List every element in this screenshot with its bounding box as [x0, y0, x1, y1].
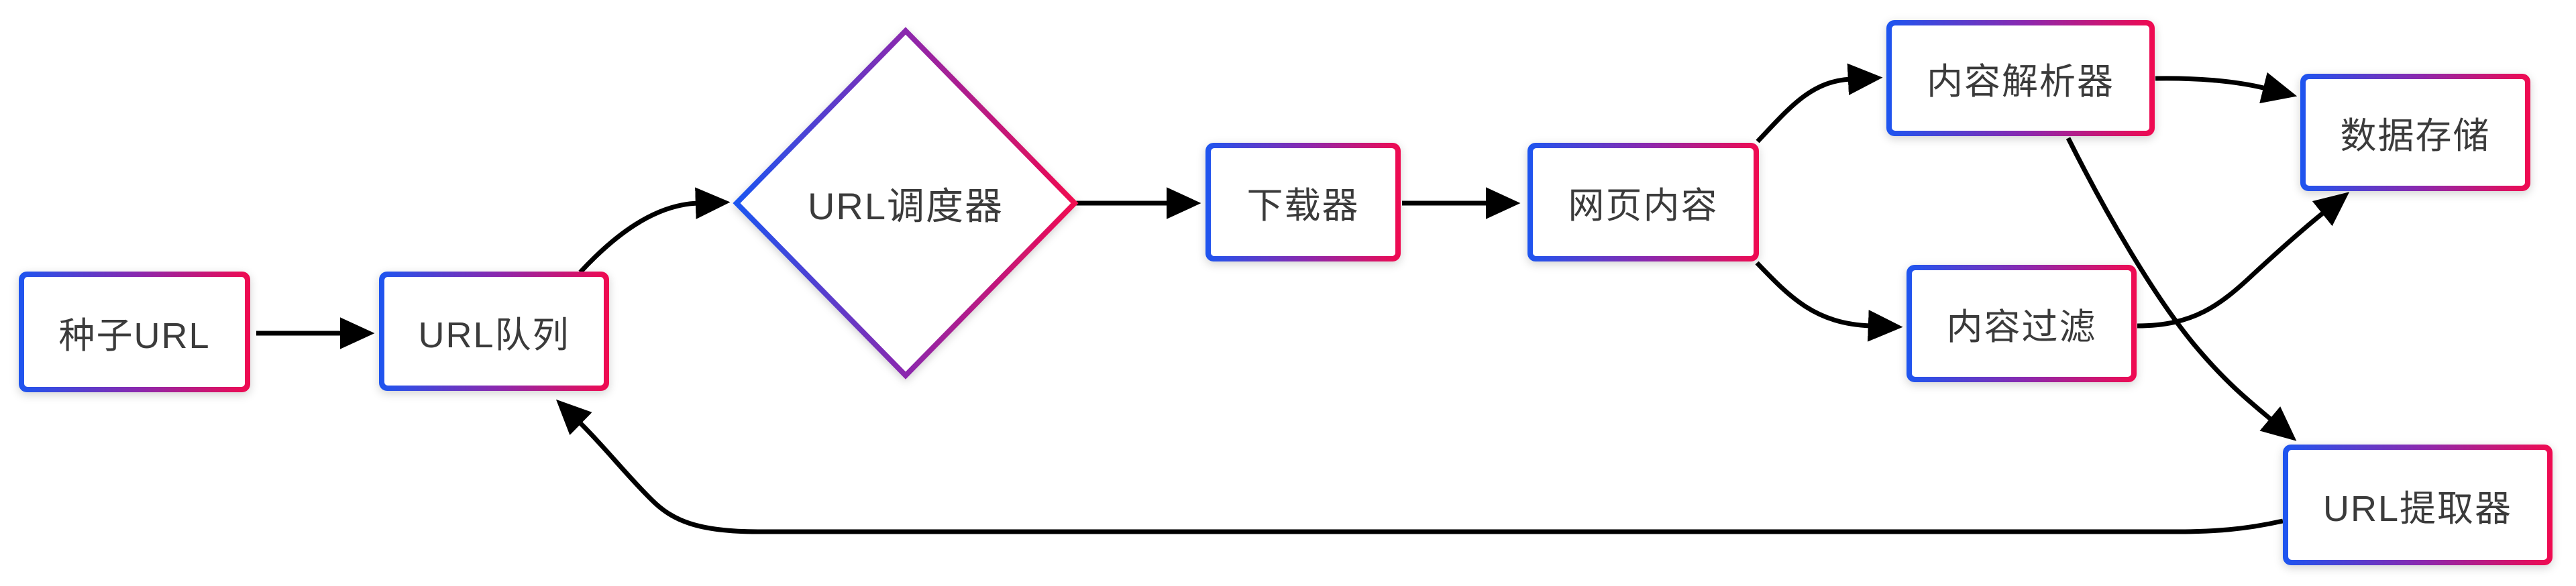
node-url-scheduler-label: URL调度器	[807, 184, 1004, 227]
node-content-filter-label: 内容过滤	[1946, 307, 2097, 347]
node-content-parser[interactable]: 内容解析器	[1886, 20, 2155, 136]
edge-pagecontent-to-parser	[1756, 63, 1883, 143]
node-data-storage-label: 数据存储	[2340, 116, 2491, 156]
node-seed-url-body: 种子URL	[24, 277, 245, 387]
node-content-filter[interactable]: 内容过滤	[1907, 265, 2137, 382]
node-downloader-label: 下载器	[1246, 186, 1360, 226]
node-content-parser-body: 内容解析器	[1892, 25, 2149, 131]
node-url-extractor[interactable]: URL提取器	[2283, 445, 2553, 565]
edge-extractor-to-queue	[555, 399, 2284, 534]
node-downloader-body: 下载器	[1211, 148, 1395, 256]
node-url-queue[interactable]: URL队列	[379, 272, 609, 391]
node-url-queue-body: URL队列	[384, 277, 604, 386]
node-url-scheduler[interactable]	[733, 27, 1079, 379]
node-url-extractor-label: URL提取器	[2322, 488, 2513, 529]
node-downloader[interactable]: 下载器	[1205, 143, 1401, 261]
edge-parser-to-extractor	[2065, 137, 2297, 441]
edge-queue-to-scheduler	[578, 187, 731, 274]
node-data-storage[interactable]: 数据存储	[2300, 74, 2530, 191]
node-url-queue-label: URL队列	[418, 314, 570, 355]
node-page-content[interactable]: 网页内容	[1527, 143, 1759, 261]
edge-pagecontent-to-filter	[1755, 261, 1903, 342]
node-content-filter-body: 内容过滤	[1912, 270, 2131, 377]
node-content-parser-label: 内容解析器	[1927, 62, 2114, 102]
node-data-storage-body: 数据存储	[2306, 79, 2525, 186]
node-page-content-body: 网页内容	[1533, 148, 1754, 256]
node-url-extractor-body: URL提取器	[2288, 450, 2547, 560]
node-seed-url[interactable]: 种子URL	[19, 272, 250, 392]
edge-parser-to-storage	[2155, 72, 2298, 104]
node-seed-url-label: 种子URL	[58, 315, 211, 356]
node-page-content-label: 网页内容	[1568, 186, 1719, 226]
